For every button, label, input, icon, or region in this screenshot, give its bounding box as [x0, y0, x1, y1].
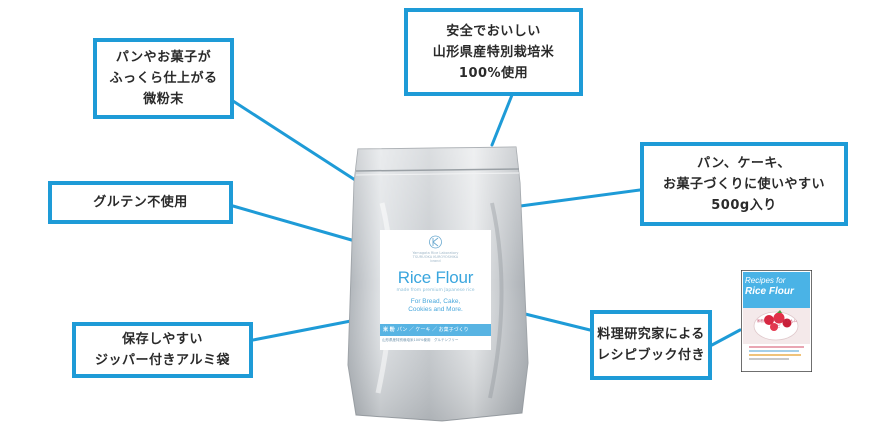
book-subtitle: 米粉でつくる かんたんレシピ — [756, 319, 798, 328]
callout-recipe: 料理研究家による レシピブック付き — [590, 310, 712, 380]
connector-recipe-book — [710, 328, 742, 347]
callout-gluten: グルテン不使用 — [48, 181, 233, 224]
callout-uses: パン、ケーキ、 お菓子づくりに使いやすい 500g入り — [640, 142, 848, 226]
brand-line-2: TSURUOKA KUROYOSHIKA — [412, 255, 459, 259]
callout-powder-line-2: ふっくら仕上がる — [109, 71, 218, 86]
callout-powder-line-3: 微粉末 — [143, 92, 184, 107]
brand-line-3: brand — [430, 259, 441, 263]
book-title-line-1: Recipes for — [745, 276, 786, 285]
connector-uses — [511, 188, 642, 209]
product-title: Rice Flour — [397, 268, 474, 287]
callout-bag-line-2: ジッパー付きアルミ袋 — [94, 353, 230, 368]
callout-recipe-line-1: 料理研究家による — [597, 327, 705, 342]
brand-logo-icon — [429, 235, 442, 249]
callout-uses-line-3: 500g入り — [711, 197, 777, 213]
product-label: Yamagata Rice Laboratory TSURUOKA KUROYO… — [380, 230, 491, 350]
callout-safe-line-3: 100%使用 — [458, 65, 529, 81]
label-bar-kome: 米 粉 — [383, 327, 395, 333]
recipe-book-cover — [741, 270, 812, 372]
callout-uses-line-1: パン、ケーキ、 — [697, 155, 791, 171]
label-bar: 米 粉パン ／ ケーキ ／ お菓子づくり — [380, 324, 491, 336]
connector-powder — [231, 99, 368, 189]
brand-line-1: Yamagata Rice Laboratory — [412, 251, 459, 255]
book-title-line-2: Rice Flour — [745, 286, 794, 297]
connector-bag — [251, 318, 358, 342]
callout-safe-line-1: 安全でおいしい — [446, 23, 541, 39]
zipper-seal — [355, 168, 520, 172]
callout-bag-line-1: 保存しやすい — [122, 332, 203, 347]
connector-gluten — [231, 204, 357, 243]
label-small-print: 山形県産特別栽培米100%使用 グルテンフリー — [382, 338, 459, 342]
callout-bag: 保存しやすい ジッパー付きアルミ袋 — [72, 322, 253, 378]
product-subtitle: made from premium Japanese rice — [396, 288, 475, 293]
callout-recipe-line-2: レシピブック付き — [596, 348, 705, 363]
product-uses-line-2: Cookies and More. — [408, 306, 463, 313]
connector-safe — [490, 93, 514, 147]
callout-powder-line-1: パンやお菓子が — [115, 50, 212, 65]
callout-uses-line-2: お菓子づくりに使いやすい — [662, 176, 825, 192]
callout-gluten-line-1: グルテン不使用 — [93, 195, 188, 210]
product-uses-line-1: For Bread, Cake, — [410, 298, 461, 305]
label-bar-text: パン ／ ケーキ ／ お菓子づくり — [397, 327, 469, 333]
product-uses: For Bread, Cake, Cookies and More. — [380, 298, 491, 314]
callout-safe: 安全でおいしい 山形県産特別栽培米 100%使用 — [404, 8, 583, 96]
callout-powder: パンやお菓子が ふっくら仕上がる 微粉末 — [93, 38, 234, 119]
callout-safe-line-2: 山形県産特別栽培米 — [432, 44, 555, 60]
recipe-book: Recipes for Rice Flour 米粉でつくる かんたんレシピ — [741, 270, 812, 372]
